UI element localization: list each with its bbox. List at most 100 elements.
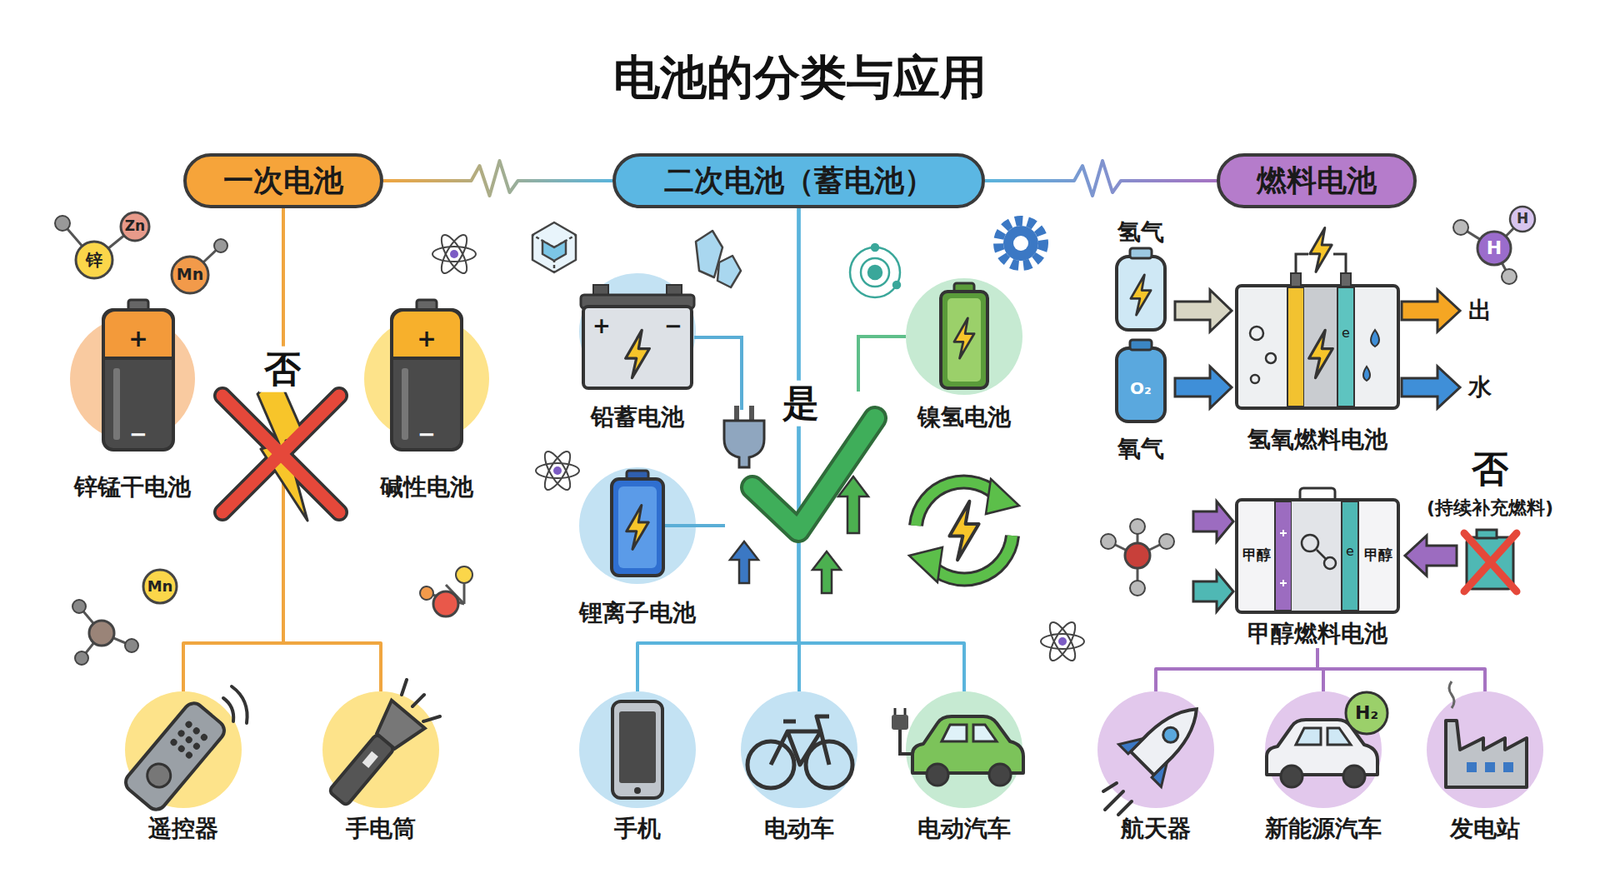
methanol-fuel-cell — [1159, 534, 1175, 550]
hydrogen-oxygen-fuel-cell — [1337, 287, 1355, 407]
power-station-icon — [1445, 720, 1527, 788]
power-station-icon — [1485, 762, 1495, 773]
lead-acid-battery — [583, 306, 692, 389]
molecule-decoration — [1501, 269, 1517, 285]
molecule-decoration — [535, 448, 580, 494]
item-node: 镍氢电池 — [880, 278, 1048, 432]
hydrogen-oxygen-fuel-cell — [1116, 256, 1165, 330]
charging-link — [812, 551, 841, 594]
remote-control-icon — [184, 720, 194, 730]
remote-control-icon — [223, 686, 248, 724]
node-label: 镍氢电池 — [917, 403, 1011, 432]
molecule-decoration — [455, 566, 473, 584]
methanol-fuel-cell — [1341, 501, 1359, 611]
item-node: 氢氧燃料电池 — [1236, 285, 1399, 455]
remote-control-icon — [184, 750, 194, 760]
new-energy-car-icon — [1265, 691, 1388, 809]
molecule-decoration — [432, 231, 476, 277]
hydrogen-oxygen-fuel-cell — [1363, 366, 1370, 381]
hydrogen-oxygen-fuel-cell — [1340, 273, 1351, 287]
connector — [985, 160, 1217, 196]
node-label: 一次电池 — [223, 162, 344, 199]
phone-icon — [619, 711, 656, 784]
flashlight-icon — [401, 680, 440, 722]
spacecraft-icon — [1097, 691, 1215, 809]
annotation-label: + — [416, 325, 436, 353]
new-energy-car-icon — [1280, 765, 1303, 788]
molecule-decoration — [89, 620, 115, 646]
charging-link — [724, 405, 765, 468]
molecule-decoration — [1040, 619, 1085, 665]
molecule-decoration — [171, 256, 209, 294]
new-energy-car-icon — [1343, 765, 1365, 788]
connector-line — [383, 160, 613, 196]
electric-car-icon — [989, 764, 1011, 786]
connector-line — [799, 208, 965, 692]
nickel-metal-hydride-battery — [947, 298, 981, 382]
electric-car-icon — [891, 715, 909, 730]
node-label: 遥控器 — [148, 815, 219, 844]
annotation-label: 出 — [1468, 297, 1492, 325]
hydrogen-oxygen-fuel-cell — [1116, 348, 1165, 422]
annotation-label: 甲醇 — [1364, 547, 1393, 565]
hydrogen-oxygen-fuel-cell — [1310, 228, 1332, 273]
annotation-label: − — [129, 422, 148, 448]
charging-link — [665, 524, 725, 528]
annotation-label: 否 — [1471, 448, 1509, 491]
hydrogen-oxygen-fuel-cell — [1250, 375, 1260, 384]
annotation-label: H₂ — [1355, 702, 1379, 724]
remote-control-icon — [142, 759, 175, 792]
molecule-decoration — [463, 583, 466, 605]
molecule-decoration — [120, 212, 150, 241]
methanol-fuel-cell — [1100, 534, 1116, 550]
annotation-label: 锌 — [85, 250, 103, 270]
bicycle-icon — [770, 716, 830, 765]
not-rechargeable-cross — [222, 395, 340, 513]
methanol-fuel-cell — [1405, 535, 1457, 576]
molecule-decoration — [850, 247, 900, 298]
node-label: 电动汽车 — [917, 815, 1011, 844]
spacecraft-icon — [1119, 729, 1177, 787]
nickel-metal-hydride-battery — [905, 278, 1023, 395]
flashlight-icon — [328, 734, 395, 807]
power-station-icon — [1426, 691, 1544, 809]
molecule-decoration — [871, 244, 879, 251]
lead-acid-battery — [579, 273, 696, 390]
molecule-decoration — [695, 230, 741, 288]
molecule-decoration — [55, 206, 1535, 665]
annotation-label: Mn — [147, 578, 174, 596]
annotation-label: 水 — [1468, 374, 1492, 401]
node-label: 燃料电池 — [1256, 162, 1377, 199]
methanol-fuel-cell — [1130, 519, 1145, 535]
hydrogen-oxygen-fuel-cell — [1130, 340, 1152, 350]
hydrogen-oxygen-fuel-cell — [1290, 273, 1301, 287]
annotation-label: + — [592, 314, 611, 340]
node-label: 发电站 — [1450, 815, 1520, 844]
methanol-fuel-cell — [1464, 533, 1517, 592]
hydrogen-oxygen-fuel-cell — [1175, 290, 1232, 332]
connector — [383, 160, 613, 196]
remote-control-icon — [121, 699, 229, 814]
hydrogen-oxygen-fuel-cell — [1250, 326, 1264, 340]
molecule-decoration — [998, 220, 1044, 266]
hydrogen-oxygen-fuel-cell — [1265, 353, 1276, 364]
annotation-label: − — [664, 314, 683, 340]
molecule-decoration — [860, 258, 890, 287]
molecule-decoration — [532, 222, 576, 273]
lithium-ion-battery — [611, 479, 664, 576]
annotation-label: 氢气 — [1117, 219, 1165, 246]
connector — [1155, 648, 1318, 692]
hydrogen-oxygen-fuel-cell — [1401, 290, 1460, 332]
lithium-ion-battery — [626, 505, 649, 550]
node-label: 锌锰干电池 — [74, 473, 191, 502]
power-station-icon — [1426, 681, 1544, 809]
alkaline-battery — [364, 300, 490, 450]
node-label: 手机 — [614, 815, 661, 844]
zinc-manganese-battery — [70, 300, 195, 450]
molecule-decoration — [1510, 206, 1535, 232]
recycle-symbol — [949, 501, 979, 560]
phone-icon — [612, 701, 663, 799]
item-node: 发电站 — [1410, 691, 1560, 844]
annotation-label: 甲醇 — [1242, 547, 1271, 565]
electric-car-icon — [891, 691, 1024, 809]
